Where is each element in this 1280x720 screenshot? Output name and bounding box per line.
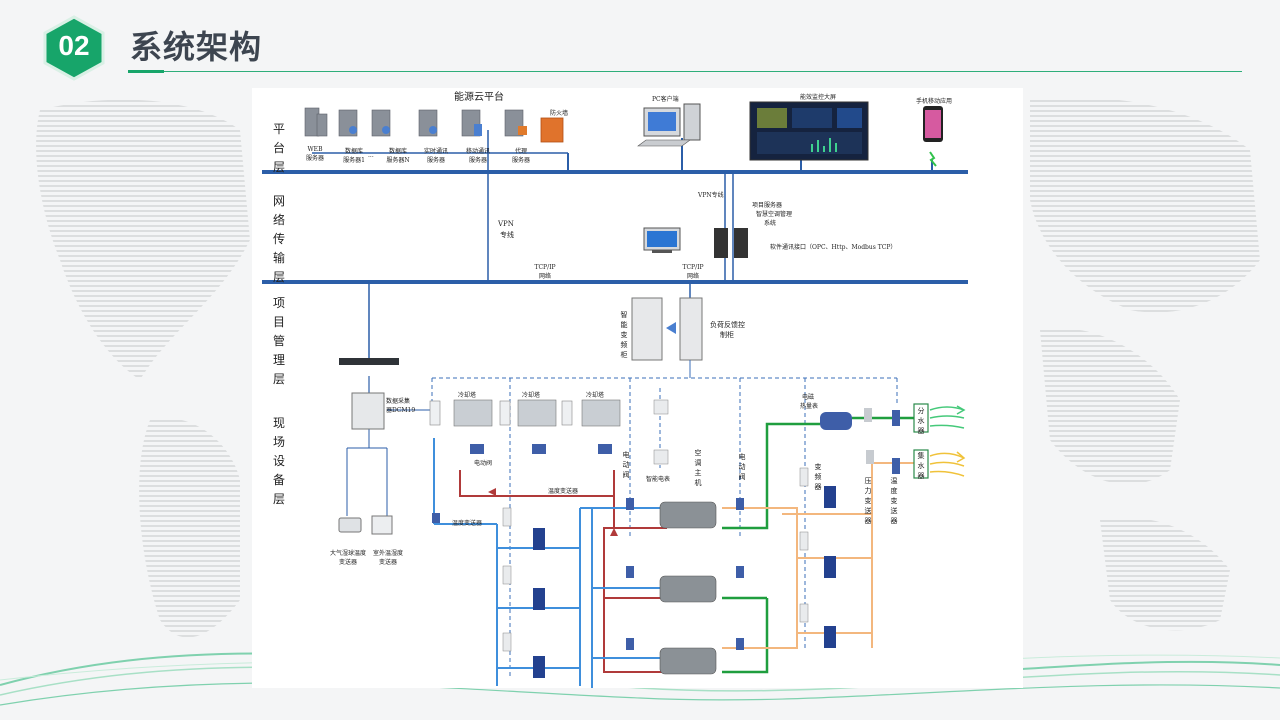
- project-server-label: 项目服务器智慧空调管理系统: [752, 202, 793, 227]
- pressure-transmitter-label: 压力变送器: [864, 477, 872, 525]
- vfd-label: 变频器: [814, 463, 822, 491]
- outdoor-sensor-label: 室外温湿度变送器: [372, 550, 403, 566]
- title-underline-accent: [128, 70, 164, 73]
- chiller-label: 空调主机: [694, 449, 702, 487]
- cooling-tower-label-3: 冷却塔: [586, 392, 605, 399]
- server-label-db1: 数据库服务器1: [343, 148, 365, 164]
- vpn-left-label-2: 专线: [500, 231, 514, 239]
- temp-sensor-label-1: 温度变送器: [548, 488, 579, 495]
- atm-sensor-label: 大气湿球温度变送器: [329, 550, 366, 566]
- motor-valve-label-v1: 电动阀: [622, 451, 630, 479]
- motor-valve-label-v2: 电动阀: [738, 453, 746, 481]
- interface-label: 软件通讯接口（OPC、Http、Modbus TCP）: [770, 244, 897, 251]
- smart-meter-label: 智能电表: [646, 476, 671, 483]
- temp-sensor-label-2: 温度变送器: [452, 520, 483, 527]
- page-title: 系统架构: [130, 28, 263, 66]
- load-cabinet-label: 负荷反馈控制柜: [710, 321, 745, 339]
- layer-label-platform: 平台层: [272, 122, 285, 174]
- section-number: 02: [58, 30, 90, 61]
- section-hexagon-badge: [43, 15, 105, 81]
- cooling-tower-label-1: 冷却塔: [458, 392, 477, 399]
- firewall-label: 防火墙: [550, 110, 569, 117]
- server-label-realtime: 实时通讯服务器: [423, 148, 448, 164]
- network-bus: [262, 280, 968, 284]
- pc-client-label: PC客户端: [652, 96, 679, 103]
- layer-label-field: 现场设备层: [272, 416, 285, 506]
- temp-transmitter-label: 温度变送器: [890, 477, 898, 525]
- server-label-proxy: 代理服务器: [511, 148, 530, 164]
- title-underline: [128, 71, 1242, 72]
- big-screen-label: 能效监控大屏: [800, 94, 837, 101]
- heat-meter-label: 电磁热量表: [800, 394, 819, 410]
- firewall-icon: [540, 117, 564, 143]
- layer-label-management: 项目管理层: [272, 296, 285, 386]
- platform-bus: [262, 170, 968, 174]
- motor-valve-label-h: 电动阀: [474, 460, 493, 467]
- collector-label: 数据采集器DCM19: [386, 398, 416, 414]
- vfd-cabinet-label: 智能变频柜: [620, 311, 628, 359]
- diagram-graphics: [262, 101, 968, 688]
- server-label-mobile: 移动通讯服务器: [465, 148, 490, 164]
- distributor-label: 分水器: [917, 407, 925, 435]
- cloud-platform-title: 能源云平台: [454, 92, 504, 103]
- mobile-app-label: 手机移动应用: [916, 98, 953, 105]
- server-label-dbn: 数据库服务器N: [386, 148, 410, 164]
- layer-label-network: 网络传输层: [272, 194, 285, 284]
- vpn-left-label: VPN: [498, 220, 514, 228]
- server-ellipsis: ···: [368, 154, 374, 161]
- vpn-top-label: VPN专线: [698, 192, 724, 199]
- cooling-tower-label-2: 冷却塔: [522, 392, 541, 399]
- collector-water-label: 集水器: [917, 452, 925, 480]
